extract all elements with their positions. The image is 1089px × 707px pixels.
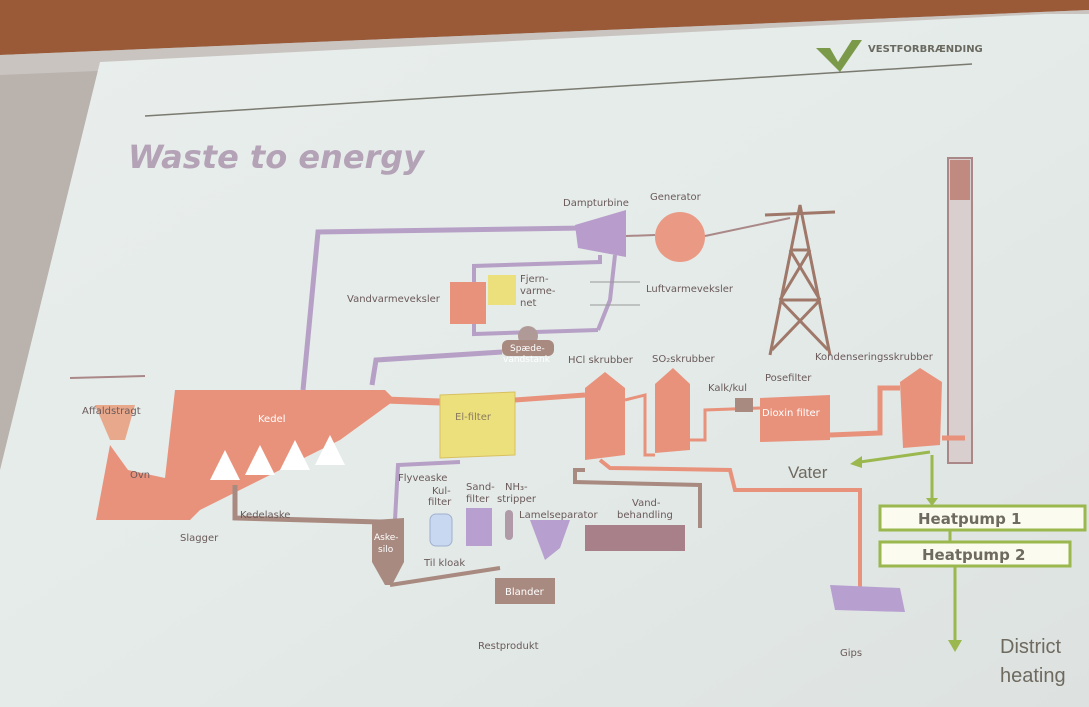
sand-filter xyxy=(466,508,492,546)
label-flyveaske: Flyveaske xyxy=(398,473,447,484)
brand-name: VESTFORBRÆNDING xyxy=(868,44,983,55)
gips-unit xyxy=(830,585,905,612)
district-heating-arrow xyxy=(948,640,962,652)
heatpump-1 xyxy=(878,504,1087,532)
label-generator: Generator xyxy=(650,192,702,203)
label-gips: Gips xyxy=(840,648,862,659)
kondenseringsskrubber xyxy=(900,368,942,448)
label-kul-filter: filter xyxy=(428,497,452,508)
label-kul-filter: Kul- xyxy=(432,486,451,497)
dioxin-filter xyxy=(760,395,830,442)
generator xyxy=(655,212,705,262)
logo-check-icon xyxy=(816,40,862,72)
label-sand-filter: Sand- xyxy=(466,482,495,493)
label-spaedevandstank: vandstank xyxy=(503,355,551,365)
label-nh3-stripper: stripper xyxy=(497,494,537,505)
label-kedel: Kedel xyxy=(258,414,286,425)
el-filter xyxy=(439,391,516,459)
dampturbine xyxy=(575,210,626,257)
label-slagger: Slagger xyxy=(180,533,219,544)
label-aske-silo: silo xyxy=(378,545,394,555)
label-vandbehandling: behandling xyxy=(617,510,673,521)
label-lamelseparator: Lamelseparator xyxy=(519,510,598,521)
label-aske-silo: Aske- xyxy=(374,533,399,543)
label-district-heating: heating xyxy=(1000,665,1066,687)
label-blander: Blander xyxy=(505,587,545,598)
label-dioxin-filter: Dioxin filter xyxy=(762,408,821,419)
vater-arrow xyxy=(859,450,931,464)
vandvarmeveksler xyxy=(450,282,486,324)
label-restprodukt: Restprodukt xyxy=(478,641,539,652)
added-annotations: Vater Heatpump 1 Heatpump 2 District hea… xyxy=(788,463,1066,687)
kul-filter xyxy=(429,513,453,547)
label-dampturbine: Dampturbine xyxy=(563,198,629,209)
hcl-skrubber xyxy=(585,372,625,460)
label-vater: Vater xyxy=(788,463,828,482)
label-kondenseringsskrubber: Kondenseringsskrubber xyxy=(815,352,934,363)
brand-logo: VESTFORBRÆNDING xyxy=(816,40,983,72)
label-vandvarmeveksler: Vandvarmeveksler xyxy=(347,294,441,305)
slide xyxy=(0,14,1089,707)
aske-silo xyxy=(372,518,404,585)
steam-pipe xyxy=(300,225,586,391)
slide-title: Waste to energy xyxy=(128,138,425,176)
label-kalk-kul: Kalk/kul xyxy=(708,383,747,394)
label-fjernvarmenet: varme- xyxy=(520,286,556,297)
label-vandbehandling: Vand- xyxy=(632,498,661,509)
blander xyxy=(495,578,555,604)
label-til-kloak: Til kloak xyxy=(423,558,465,569)
affaldstragt xyxy=(95,405,135,440)
label-spaedevandstank: Spæde- xyxy=(510,344,545,354)
chimney xyxy=(947,157,973,464)
header-rule xyxy=(144,63,973,117)
label-so2-skrubber: SO₂skrubber xyxy=(652,354,716,365)
label-kedelaske: Kedelaske xyxy=(240,510,290,521)
vandbehandling xyxy=(585,525,685,551)
label-nh3-stripper: NH₃- xyxy=(505,482,528,493)
label-hcl-skrubber: HCl skrubber xyxy=(568,355,634,366)
nh3-stripper xyxy=(505,510,513,540)
so2-skrubber xyxy=(655,368,690,453)
wall-top xyxy=(0,0,1089,55)
label-district-heating: District xyxy=(1000,636,1062,658)
label-fjernvarmenet: Fjern- xyxy=(520,274,549,285)
label-luftvarmeveksler: Luftvarmeveksler xyxy=(646,284,734,295)
label-posefilter: Posefilter xyxy=(765,373,812,384)
label-el-filter: El-filter xyxy=(455,412,492,423)
label-affaldstragt: Affaldstragt xyxy=(82,406,141,417)
district-loop xyxy=(472,255,602,337)
power-tower xyxy=(764,204,836,356)
kedel-ovn xyxy=(96,390,395,520)
kalk-kul xyxy=(735,398,753,412)
label-fjernvarmenet: net xyxy=(520,298,536,309)
label-sand-filter: filter xyxy=(466,494,490,505)
label-ovn: Ovn xyxy=(130,470,150,481)
heatpump-2 xyxy=(878,540,1072,568)
diagram-labels: Dampturbine Generator Vandvarmeveksler F… xyxy=(82,192,934,659)
fjernvarmenet xyxy=(488,275,516,305)
label-heatpump-2: Heatpump 2 xyxy=(922,546,1025,564)
label-heatpump-1: Heatpump 1 xyxy=(918,510,1021,528)
lamelseparator xyxy=(530,520,570,560)
